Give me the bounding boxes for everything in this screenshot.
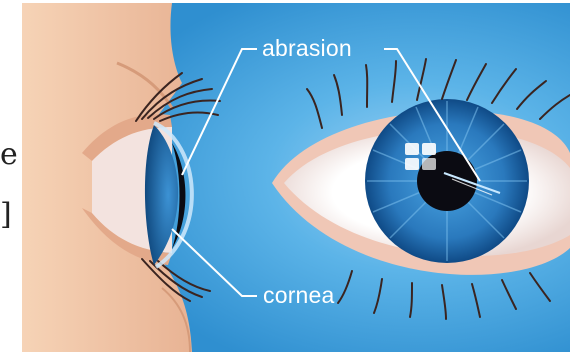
cropped-text-fragment-upper: e xyxy=(0,140,18,170)
cropped-text-fragment-lower: ] xyxy=(0,200,12,230)
abrasion-label: abrasion xyxy=(262,35,352,62)
cornea-label: cornea xyxy=(263,282,335,309)
eye-abrasion-illustration: abrasion cornea xyxy=(22,3,570,352)
